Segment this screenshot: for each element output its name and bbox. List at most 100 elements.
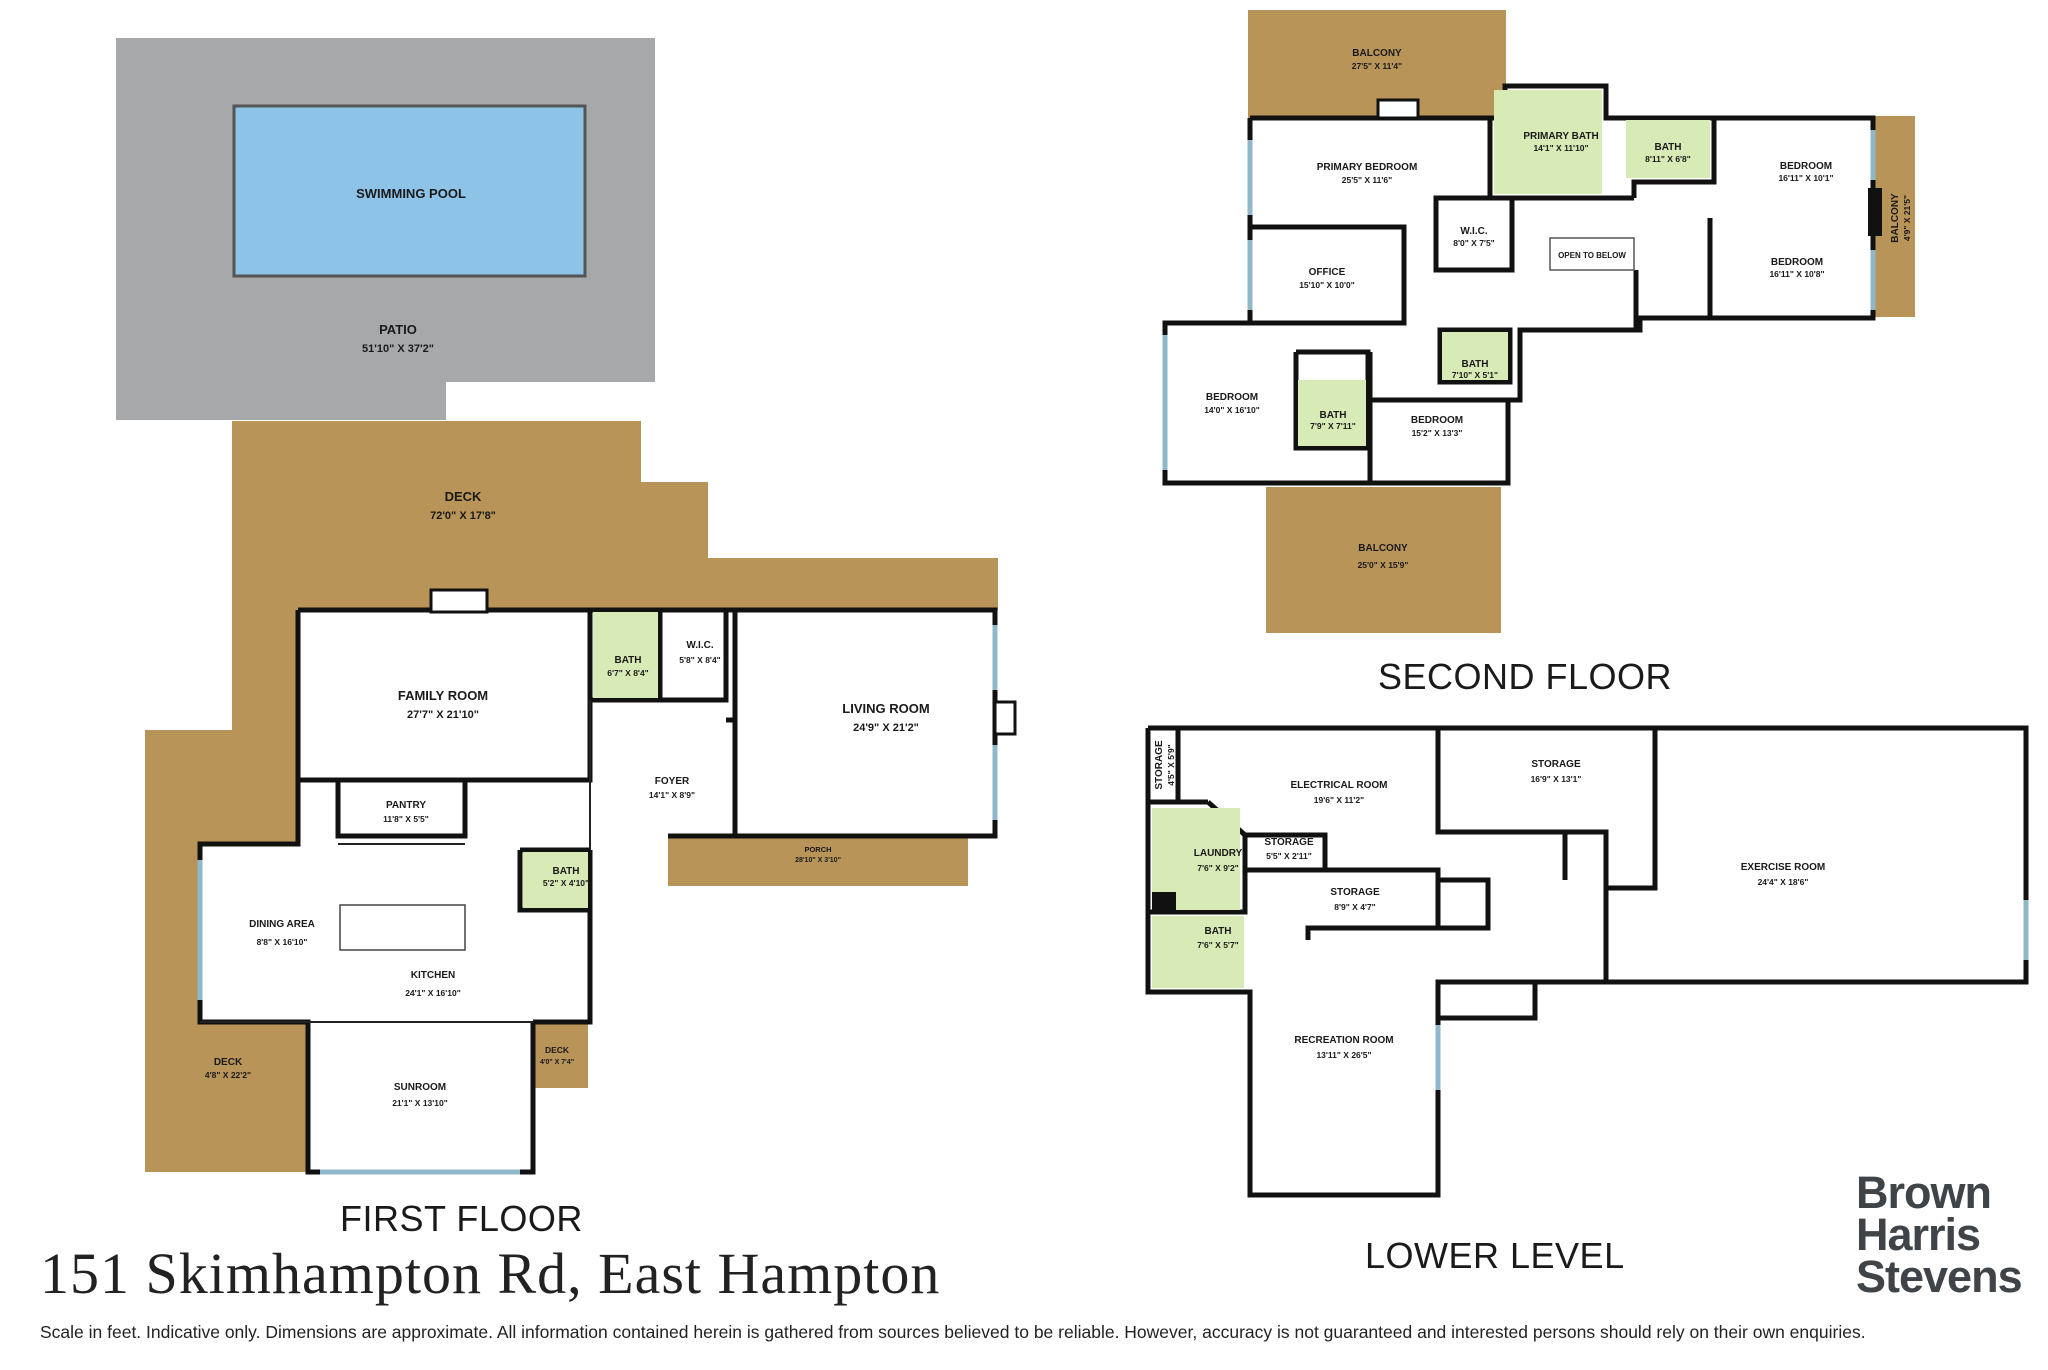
kitchen-dim: 24'1" X 16'10" (405, 988, 461, 998)
porch-deck (668, 836, 968, 886)
second-floor-inner-walls (1250, 118, 1717, 483)
fireplace-living (993, 700, 1017, 736)
storage-small-dim: 4'5" X 5'9" (1166, 744, 1176, 785)
office-label: OFFICE (1309, 267, 1346, 278)
foyer-dim: 14'1" X 8'9" (649, 790, 695, 800)
wic-label: W.I.C. (686, 640, 713, 651)
foyer-label: FOYER (655, 776, 690, 787)
first-floor-plan: SWIMMING POOL PATIO 51'10" X 37'2" DECK … (116, 38, 1017, 1175)
wic-dim: 5'8" X 8'4" (679, 655, 720, 665)
balcony-bottom-dim: 25'0" X 15'9" (1358, 560, 1409, 570)
brand-line-1: Brown (1856, 1167, 1992, 1218)
kitchen-island (339, 904, 466, 951)
dining-label: DINING AREA (249, 919, 315, 930)
storage-ne-label: STORAGE (1531, 759, 1581, 770)
lower-level-plan: STORAGE 4'5" X 5'9" ELECTRICAL ROOM 19'6… (1145, 725, 2029, 1198)
second-floor-title: SECOND FLOOR (1378, 656, 1673, 697)
dining-dim: 8'8" X 16'10" (257, 937, 308, 947)
bedroom-s-dim: 15'2" X 13'3" (1412, 428, 1463, 438)
primary-bath-fill (1494, 90, 1602, 194)
storage-mid-label: STORAGE (1264, 837, 1314, 848)
bath2-label: BATH (552, 866, 579, 877)
family-room-label: FAMILY ROOM (398, 688, 488, 703)
bath-b-fill (1442, 332, 1508, 380)
storage-small-label: STORAGE (1154, 740, 1165, 790)
bath-b-dim: 7'10" X 5'1" (1452, 370, 1498, 380)
electrical-label: ELECTRICAL ROOM (1290, 780, 1387, 791)
bath-c-label: BATH (1319, 410, 1346, 421)
primary-bath-label: PRIMARY BATH (1523, 131, 1598, 142)
disclaimer-text: Scale in feet. Indicative only. Dimensio… (40, 1322, 1866, 1342)
porch-label: PORCH (804, 845, 831, 854)
fireplace-primary (1376, 98, 1420, 120)
porch-dim: 28'10" X 3'10" (795, 857, 841, 864)
property-address: 151 Skimhampton Rd, East Hampton (40, 1241, 941, 1306)
pantry-dim: 11'8" X 5'5" (383, 814, 429, 824)
brand-line-3: Stevens (1856, 1251, 2023, 1302)
primary-bedroom-label: PRIMARY BEDROOM (1317, 162, 1418, 173)
electrical-dim: 19'6" X 11'2" (1314, 795, 1364, 805)
open-below-label: OPEN TO BELOW (1558, 251, 1626, 260)
deck-small-label: DECK (545, 1045, 570, 1055)
bath-c-dim: 7'9" X 7'11" (1310, 421, 1356, 431)
deck-main (232, 421, 998, 610)
bedroom-e-label: BEDROOM (1771, 257, 1823, 268)
bedroom-ne-label: BEDROOM (1780, 161, 1832, 172)
balcony-bottom-label: BALCONY (1358, 543, 1408, 554)
bedroom-ne-dim: 16'11" X 10'1" (1778, 173, 1833, 183)
primary-bath-dim: 14'1" X 11'10" (1533, 143, 1588, 153)
office-dim: 15'10" X 10'0" (1299, 280, 1355, 290)
pantry-label: PANTRY (386, 800, 426, 811)
bedroom-w-dim: 14'0" X 16'10" (1204, 405, 1260, 415)
primary-bedroom-dim: 25'5" X 11'6" (1342, 175, 1392, 185)
storage-c-label: STORAGE (1330, 887, 1380, 898)
lower-bath-fill (1152, 916, 1244, 988)
bedroom-e-dim: 16'11" X 10'8" (1769, 269, 1824, 279)
bath-a-label: BATH (1654, 142, 1681, 153)
recreation-label: RECREATION ROOM (1294, 1035, 1393, 1046)
patio-dim: 51'10" X 37'2" (362, 343, 434, 355)
living-room-dim: 24'9" X 21'2" (853, 722, 919, 734)
lower-bath-dim: 7'6" X 5'7" (1197, 940, 1238, 950)
first-floor-title: FIRST FLOOR (340, 1198, 583, 1239)
lower-level-title: LOWER LEVEL (1365, 1235, 1625, 1276)
bath-dim: 6'7" X 8'4" (607, 668, 648, 678)
balcony-bottom (1266, 487, 1501, 633)
brand-line-2: Harris (1856, 1209, 1981, 1260)
swimming-pool (232, 104, 587, 278)
bath-label: BATH (614, 655, 641, 666)
balcony-side-label: BALCONY (1890, 193, 1901, 243)
first-floor-inner-thin (200, 700, 591, 1023)
first-floor-interior (200, 610, 995, 1172)
living-room-label: LIVING ROOM (842, 701, 929, 716)
sunroom-dim: 21'1" X 13'10" (392, 1098, 448, 1108)
wic-2-label: W.I.C. (1460, 226, 1487, 237)
bedroom-w-label: BEDROOM (1206, 392, 1258, 403)
first-bath2-fill (523, 852, 588, 908)
storage-ne-dim: 16'9" X 13'1" (1531, 774, 1582, 784)
lower-bath-label: BATH (1204, 926, 1231, 937)
open-to-below (1549, 237, 1635, 271)
kitchen-label: KITCHEN (411, 970, 455, 981)
fireplace-bedroom (1868, 188, 1882, 236)
balcony-top-dim: 27'5" X 11'4" (1352, 61, 1402, 71)
second-floor-plan: BALCONY 27'5" X 11'4" PRIMARY BATH 14'1"… (1162, 10, 1915, 633)
lower-level-inner-walls (1145, 728, 1658, 992)
lower-level-outline (1145, 728, 1538, 1198)
bath-c-fill (1298, 380, 1366, 446)
deck-small-dim: 4'0" X 7'4" (540, 1059, 574, 1066)
pool-label: SWIMMING POOL (356, 186, 466, 201)
deck-small (533, 1018, 588, 1088)
deck-main-label: DECK (445, 489, 482, 504)
deck-side-label: DECK (214, 1057, 243, 1068)
first-bath-fill (593, 612, 658, 698)
recreation-dim: 13'11" X 26'5" (1316, 1050, 1371, 1060)
laundry-dark (1152, 892, 1176, 912)
patio-label: PATIO (379, 322, 417, 337)
laundry-dim: 7'6" X 9'2" (1197, 863, 1238, 873)
deck-main-dim: 72'0" X 17'8" (430, 510, 496, 522)
bedroom-s-label: BEDROOM (1411, 415, 1463, 426)
bath-a-dim: 8'11" X 6'8" (1645, 154, 1691, 164)
wic-2-dim: 8'0" X 7'5" (1453, 238, 1494, 248)
